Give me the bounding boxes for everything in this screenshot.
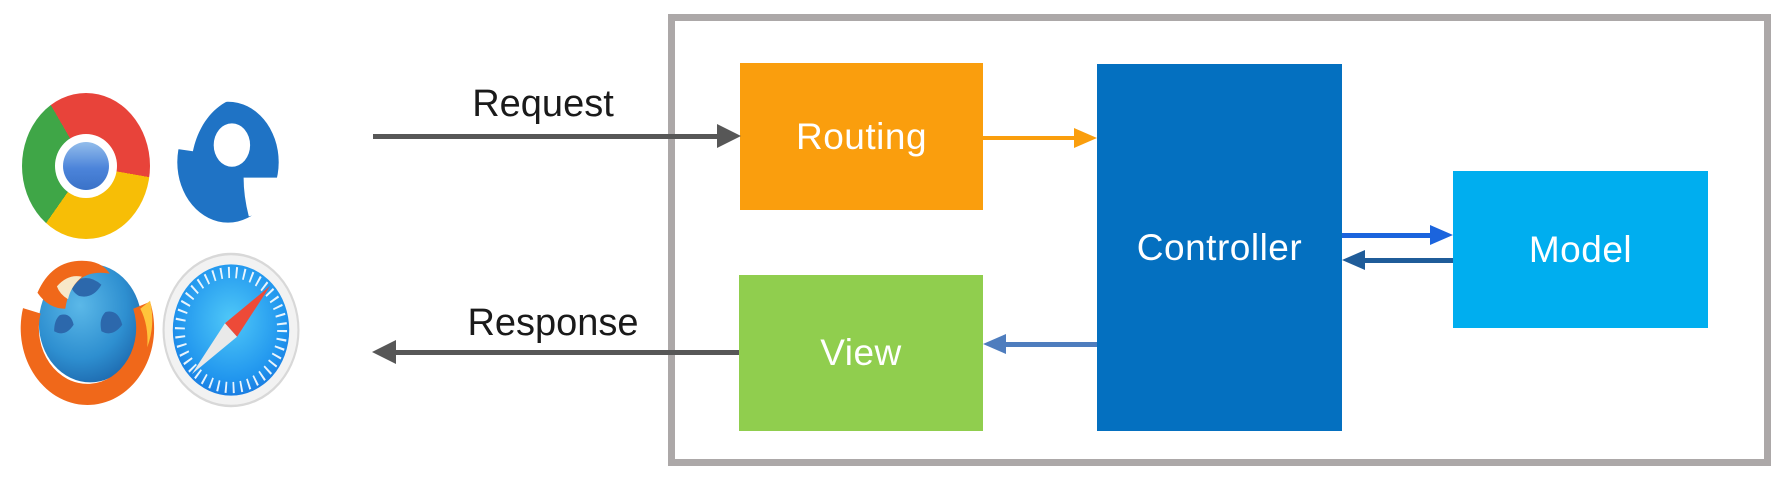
controller-label: Controller: [1136, 226, 1303, 268]
chrome-white-ring: [55, 134, 117, 198]
chrome-icon: [22, 93, 150, 239]
response-label: Response: [467, 302, 639, 344]
routing-to-controller-head: [1074, 128, 1097, 148]
model-box: Model: [1453, 171, 1708, 328]
routing-to-controller-shaft: [983, 136, 1075, 140]
model-label: Model: [1528, 228, 1633, 270]
safari-icon: [160, 250, 302, 410]
request-arrow-head: [717, 124, 741, 148]
controller-to-model-shaft: [1342, 233, 1431, 238]
request-label: Request: [472, 83, 614, 125]
request-arrow-shaft: [373, 134, 717, 139]
edge-icon: [163, 80, 293, 235]
view-box: View: [739, 275, 983, 431]
routing-label: Routing: [795, 115, 928, 157]
chrome-blue-center: [63, 142, 109, 190]
model-to-controller-shaft: [1365, 258, 1453, 263]
controller-box: Controller: [1097, 64, 1342, 431]
view-label: View: [820, 332, 902, 373]
controller-to-view-shaft: [1006, 342, 1097, 347]
routing-box: Routing: [740, 63, 983, 210]
model-to-controller-head: [1342, 250, 1365, 270]
response-arrow-shaft: [396, 350, 739, 355]
controller-to-model-head: [1430, 225, 1453, 245]
controller-to-view-head: [983, 334, 1006, 354]
firefox-icon: [18, 248, 157, 408]
response-arrow-head: [372, 340, 396, 364]
chrome-color-ring: [22, 93, 150, 239]
